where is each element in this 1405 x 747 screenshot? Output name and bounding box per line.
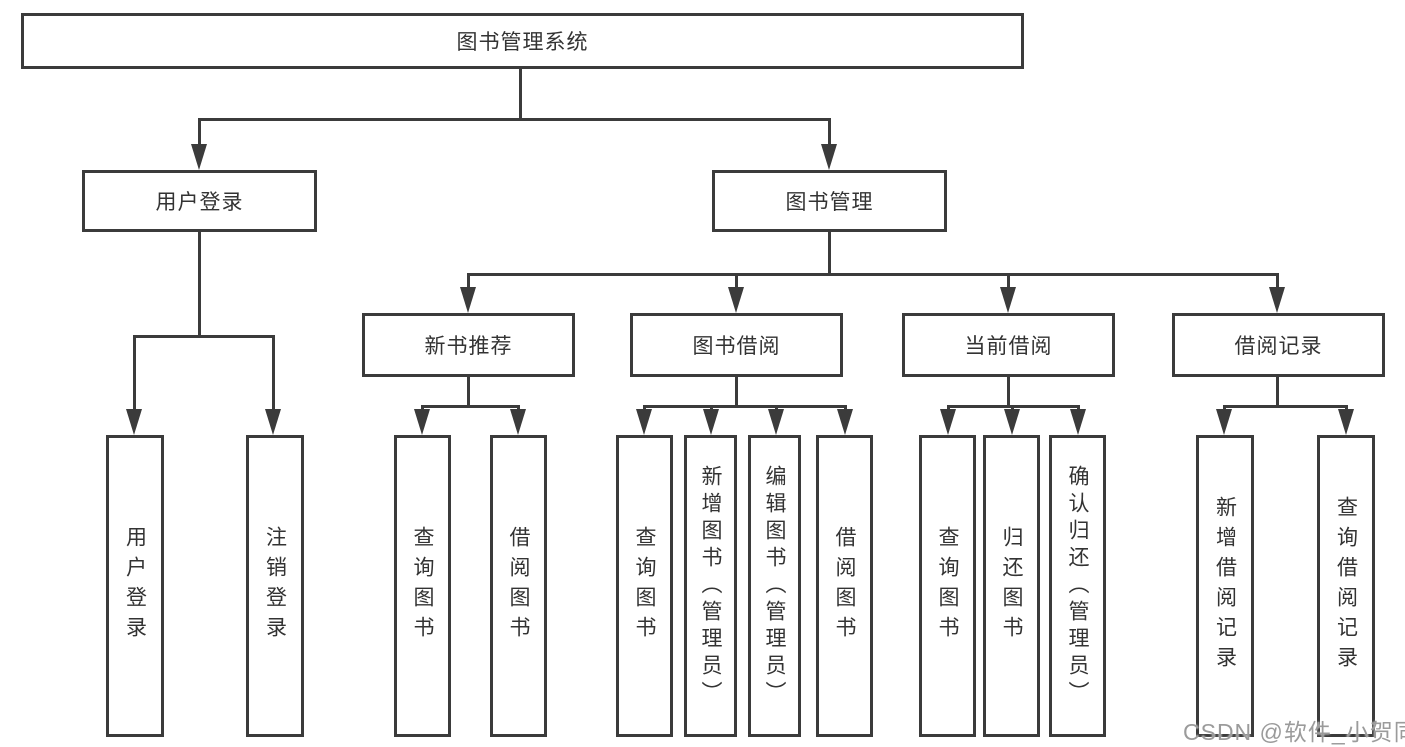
node-user-login: 用户登录: [82, 170, 317, 232]
leaf-label: 查询借阅记录: [1334, 496, 1358, 676]
connector-bookmgmt-rail: [467, 273, 1279, 276]
leaf-add-book-admin: 新增图书（管理员）: [684, 435, 737, 737]
leaf-label: 查询图书: [633, 526, 656, 646]
arrow-down-icon: [940, 409, 956, 435]
leaf-label: 借阅图书: [833, 526, 856, 646]
arrow-down-icon: [1000, 287, 1016, 313]
node-label: 用户登录: [155, 191, 244, 214]
leaf-add-borrow-record: 新增借阅记录: [1196, 435, 1254, 737]
leaf-query-book: 查询图书: [919, 435, 976, 737]
arrow-down-icon: [821, 144, 837, 170]
arrow-down-icon: [1004, 409, 1020, 435]
arrow-down-icon: [837, 409, 853, 435]
arrow-down-icon: [1338, 409, 1354, 435]
connector-bookmgmt-stem: [828, 232, 831, 273]
arrow-down-icon: [1216, 409, 1232, 435]
arrow-down-icon: [1269, 287, 1285, 313]
leaf-confirm-return-admin: 确认归还（管理员）: [1049, 435, 1106, 737]
leaf-borrow-book: 借阅图书: [490, 435, 547, 737]
arrow-down-icon: [636, 409, 652, 435]
connector-shaft: [198, 118, 201, 147]
arrow-down-icon: [126, 409, 142, 435]
connector-shaft: [1276, 273, 1279, 289]
connector-root-stem: [519, 69, 522, 118]
leaf-return-book: 归还图书: [983, 435, 1040, 737]
connector-shaft: [467, 273, 470, 289]
connector-shaft: [272, 335, 275, 410]
connector-records-rail: [1223, 405, 1347, 408]
connector-userlogin-rail: [133, 335, 275, 338]
leaf-label: 新增图书（管理员）: [699, 464, 722, 708]
leaf-query-borrow-record: 查询借阅记录: [1317, 435, 1375, 737]
csdn-watermark: CSDN @软件_小贺同学: [1183, 719, 1405, 745]
connector-bookborrow-rail: [643, 405, 847, 408]
node-book-borrowing: 图书借阅: [630, 313, 843, 377]
node-label: 图书管理: [785, 191, 874, 214]
arrow-down-icon: [510, 409, 526, 435]
leaf-logout: 注销登录: [246, 435, 304, 737]
node-label: 借阅记录: [1234, 335, 1323, 358]
leaf-query-book: 查询图书: [616, 435, 673, 737]
leaf-label: 查询图书: [411, 526, 434, 646]
arrow-down-icon: [414, 409, 430, 435]
node-library-system: 图书管理系统: [21, 13, 1024, 69]
arrow-down-icon: [1070, 409, 1086, 435]
leaf-query-book: 查询图书: [394, 435, 451, 737]
connector-shaft: [1007, 273, 1010, 289]
connector-root-rail: [198, 118, 830, 121]
connector-currentborrow-stem: [1007, 377, 1010, 408]
node-book-management: 图书管理: [712, 170, 947, 232]
leaf-label: 编辑图书（管理员）: [763, 464, 786, 708]
node-label: 新书推荐: [424, 335, 513, 358]
leaf-label: 确认归还（管理员）: [1066, 464, 1089, 708]
connector-shaft: [735, 273, 738, 289]
leaf-label: 注销登录: [263, 526, 287, 646]
connector-newbook-stem: [467, 377, 470, 408]
node-new-book-recommend: 新书推荐: [362, 313, 575, 377]
leaf-borrow-book: 借阅图书: [816, 435, 873, 737]
connector-records-stem: [1276, 377, 1279, 408]
node-current-borrowing: 当前借阅: [902, 313, 1115, 377]
connector-shaft: [133, 335, 136, 410]
arrow-down-icon: [768, 409, 784, 435]
leaf-label: 查询图书: [936, 526, 959, 646]
connector-newbook-rail: [421, 405, 520, 408]
connector-shaft: [828, 118, 831, 147]
node-label: 当前借阅: [964, 335, 1053, 358]
leaf-label: 用户登录: [123, 526, 147, 646]
arrow-down-icon: [460, 287, 476, 313]
arrow-down-icon: [191, 144, 207, 170]
leaf-edit-book-admin: 编辑图书（管理员）: [748, 435, 801, 737]
leaf-label: 归还图书: [1000, 526, 1023, 646]
arrow-down-icon: [265, 409, 281, 435]
node-label: 图书借阅: [692, 335, 781, 358]
connector-bookborrow-stem: [735, 377, 738, 408]
leaf-label: 新增借阅记录: [1213, 496, 1237, 676]
connector-userlogin-stem: [198, 232, 201, 335]
node-label: 图书管理系统: [456, 31, 589, 54]
node-borrowing-records: 借阅记录: [1172, 313, 1385, 377]
arrow-down-icon: [728, 287, 744, 313]
leaf-user-login: 用户登录: [106, 435, 164, 737]
arrow-down-icon: [703, 409, 719, 435]
leaf-label: 借阅图书: [507, 526, 530, 646]
